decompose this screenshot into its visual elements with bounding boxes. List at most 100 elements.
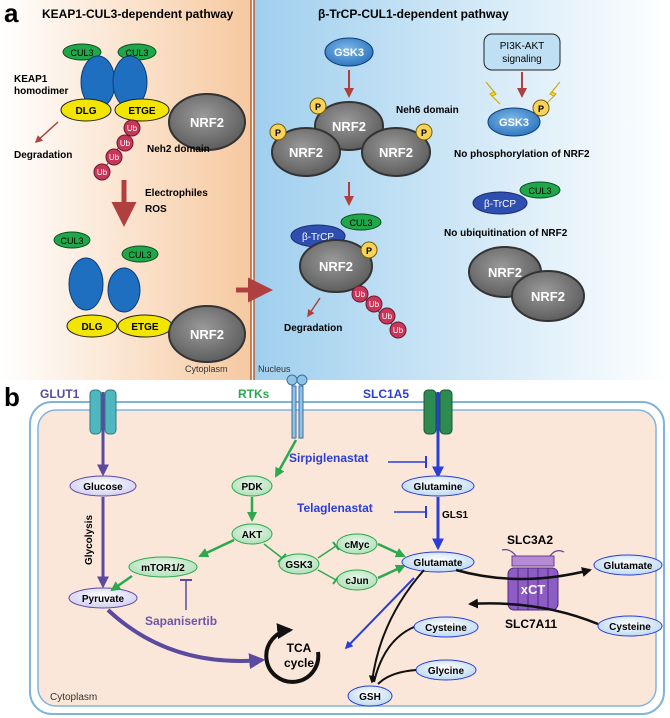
no-ubiquitination-label: No ubiquitination of NRF2 <box>444 228 568 239</box>
glut1-transporter <box>89 389 102 435</box>
ub-chain <box>359 293 399 331</box>
keap1-complex-top: CUL3 CUL3 DLG ETGE NRF2 Ub Ub Ub Ub <box>60 43 246 181</box>
cul3-oval <box>340 213 382 231</box>
keap1-subunit <box>107 267 141 313</box>
glut1-transporter <box>104 389 117 435</box>
phosphate <box>532 99 550 117</box>
telaglenastat-label: Telaglenastat <box>297 501 373 515</box>
cytoplasm-label: Cytoplasm <box>50 692 97 703</box>
slc3a2-label: SLC3A2 <box>507 533 553 547</box>
gsk3-label: GSK3 <box>499 117 529 129</box>
cysteine-to-gsh-line <box>373 626 415 683</box>
nrf2-protein <box>361 127 431 177</box>
gsk3-node <box>278 553 320 575</box>
nrf2-label: NRF2 <box>531 289 565 304</box>
btrcp-oval <box>472 191 528 215</box>
ubiquitin <box>351 285 369 303</box>
phosphate-label: P <box>421 128 427 138</box>
ub-chain-nucleus: Ub Ub Ub Ub <box>351 285 407 339</box>
slc1a5-transporter <box>439 389 453 435</box>
gsk3-oval <box>487 107 541 137</box>
cmyc-label: cMyc <box>344 540 369 551</box>
ubiquitin <box>123 119 141 137</box>
cul3-label: CUL3 <box>528 186 551 196</box>
mtor-node <box>128 556 198 578</box>
ubiquitin <box>93 163 111 181</box>
no-phosphorylation-label: No phosphorylation of NRF2 <box>454 149 590 160</box>
etge-motif <box>114 98 170 122</box>
nrf2-label: NRF2 <box>319 259 353 274</box>
phosphate <box>269 123 287 141</box>
cell-cytoplasm <box>37 409 657 707</box>
ubiquitin <box>365 295 383 313</box>
phosphate-label: P <box>275 128 281 138</box>
glycine-label: Glycine <box>428 666 465 677</box>
ub-label: Ub <box>120 139 131 148</box>
cul3-oval <box>519 181 561 199</box>
inhibition-bar <box>277 553 287 563</box>
keap1-label-line1: KEAP1 <box>14 74 48 85</box>
glutamate-export-arrow <box>455 567 592 581</box>
glucose-node <box>69 475 137 497</box>
gsk3-inhibits-cjun <box>317 569 337 581</box>
left-pathway-title: KEAP1-CUL3-dependent pathway <box>42 7 234 21</box>
neh6-domain-label: Neh6 domain <box>396 105 459 116</box>
rtk-to-pdk-arrow <box>274 439 298 478</box>
glutamine-node <box>401 475 475 497</box>
cjun-label: cJun <box>345 576 368 587</box>
tca-label-line1: TCA <box>287 641 312 655</box>
glut1-label: GLUT1 <box>40 387 80 401</box>
gsk3-label: GSK3 <box>334 47 364 59</box>
rtk-stalk <box>291 385 297 439</box>
cul3-oval <box>62 43 102 61</box>
gls1-label: GLS1 <box>442 510 469 521</box>
nrf2-label: NRF2 <box>289 145 323 160</box>
right-pathway-title: β-TrCP-CUL1-dependent pathway <box>318 7 509 21</box>
nrf2-trimer: NRF2 NRF2 NRF2 P P P <box>269 97 433 177</box>
glutamate-label: Glutamate <box>414 558 463 569</box>
panel-b-label: b <box>4 382 20 412</box>
degradation-label: Degradation <box>284 323 342 334</box>
electrophiles-label: Electrophiles <box>145 188 208 199</box>
btrcp-label: β-TrCP <box>484 199 516 210</box>
cell-membrane-outer <box>29 401 665 715</box>
degradation-label: Degradation <box>14 150 72 161</box>
mtor-label: mTOR1/2 <box>141 563 185 574</box>
ub-label: Ub <box>109 153 120 162</box>
cytoplasm-label: Cytoplasm <box>185 364 228 374</box>
cmyc-to-glutamate-arrow <box>377 542 406 558</box>
slc7a11-label: SLC7A11 <box>505 617 557 631</box>
nrf2-protein <box>168 93 246 151</box>
ub-label: Ub <box>355 290 366 299</box>
ub-label: Ub <box>127 124 138 133</box>
keap1-complex-bottom: CUL3 CUL3 DLG ETGE NRF2 <box>53 231 246 363</box>
etge-label: ETGE <box>128 106 156 117</box>
slc1a5-label: SLC1A5 <box>363 387 409 401</box>
ros-label: ROS <box>145 204 167 215</box>
glutamate-extracellular-node <box>593 554 663 576</box>
cul3-oval <box>53 231 91 249</box>
gsk3-inhibits-cmyc <box>317 545 337 559</box>
xct-label: xCT <box>521 582 546 597</box>
gsh-node <box>347 685 393 707</box>
activation-bolt-icon <box>485 81 501 105</box>
dlg-motif <box>66 314 118 338</box>
akt-label: AKT <box>242 530 263 541</box>
cul3-label: CUL3 <box>128 250 151 260</box>
gsk3-oval <box>324 37 374 67</box>
rtks-label: RTKs <box>238 387 270 401</box>
glutamate-node <box>401 551 475 573</box>
degradation-arrow <box>307 297 321 318</box>
nrf2-protein <box>271 127 341 177</box>
nucleus-label: Nucleus <box>258 364 291 374</box>
panel-a-label: a <box>4 0 19 28</box>
ubiquitin <box>116 134 134 152</box>
dlg-motif <box>60 98 112 122</box>
cjun-node <box>336 569 378 591</box>
phosphate-label: P <box>538 104 544 114</box>
cysteine-import-arrow <box>468 598 599 626</box>
nrf2-label: NRF2 <box>190 327 224 342</box>
nrf2-label: NRF2 <box>488 265 522 280</box>
cysteine-label: Cysteine <box>425 623 467 634</box>
